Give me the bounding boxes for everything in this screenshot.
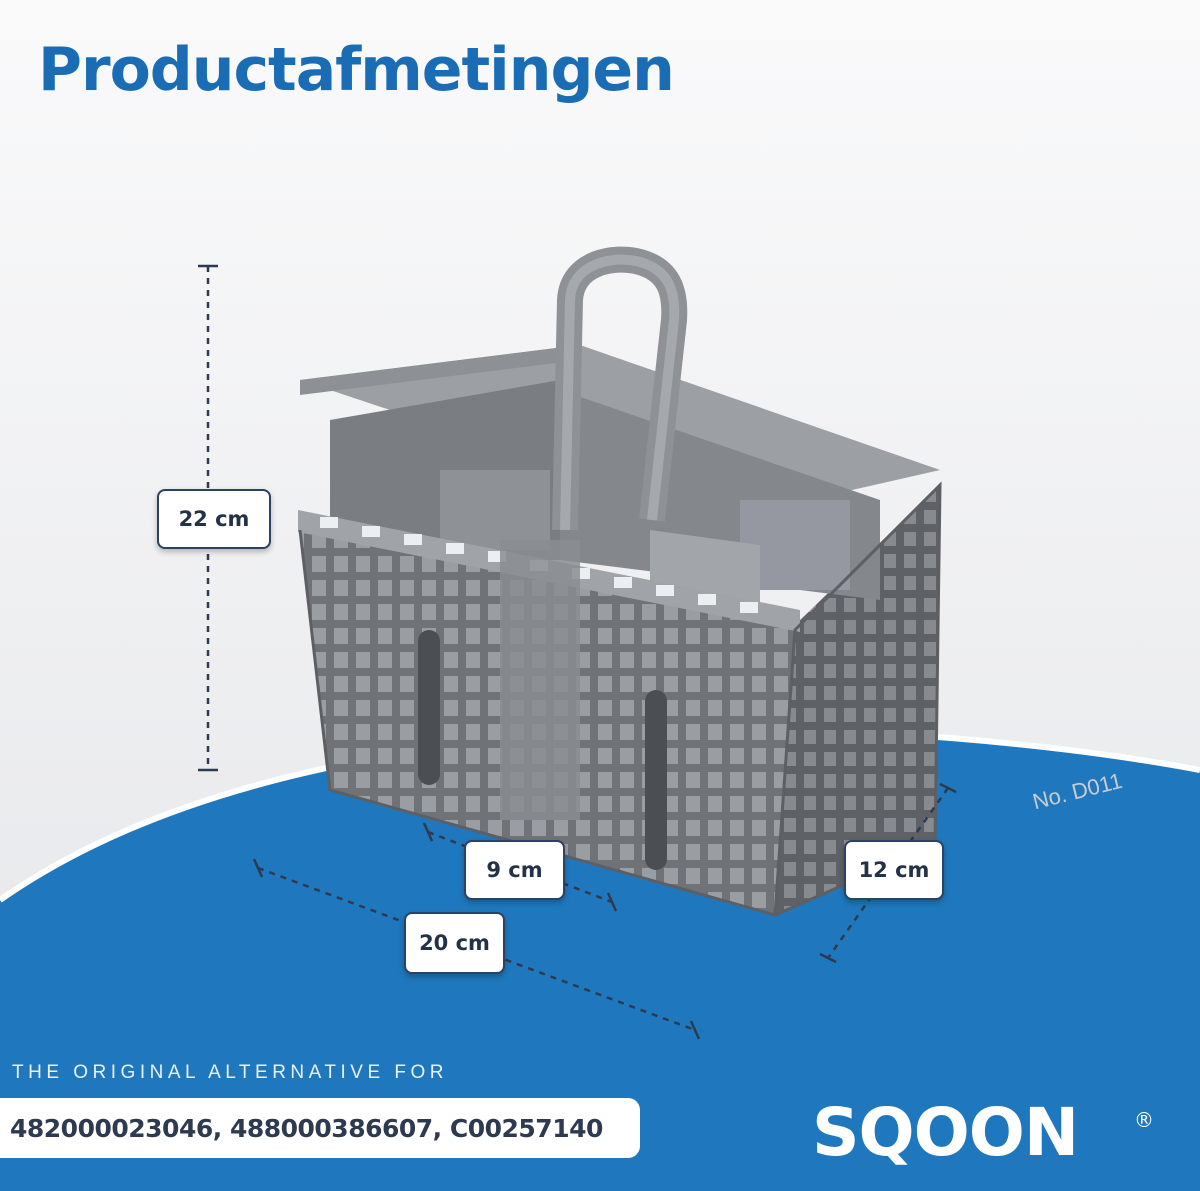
registered-mark: ®: [1134, 1108, 1154, 1132]
page-title: Productafmetingen: [38, 35, 675, 105]
height-label: 22 cm: [157, 489, 271, 549]
length-label: 20 cm: [404, 912, 505, 974]
depth-measure-line: [826, 787, 950, 959]
depth-label: 12 cm: [844, 840, 944, 900]
part-numbers: 482000023046, 488000386607, C00257140: [10, 1113, 603, 1143]
brand-logo: SQOON: [812, 1094, 1079, 1171]
part-numbers-banner: 482000023046, 488000386607, C00257140: [0, 1098, 640, 1158]
compartment-width-label: 9 cm: [464, 840, 565, 900]
tagline: THE ORIGINAL ALTERNATIVE FOR: [12, 1062, 449, 1083]
